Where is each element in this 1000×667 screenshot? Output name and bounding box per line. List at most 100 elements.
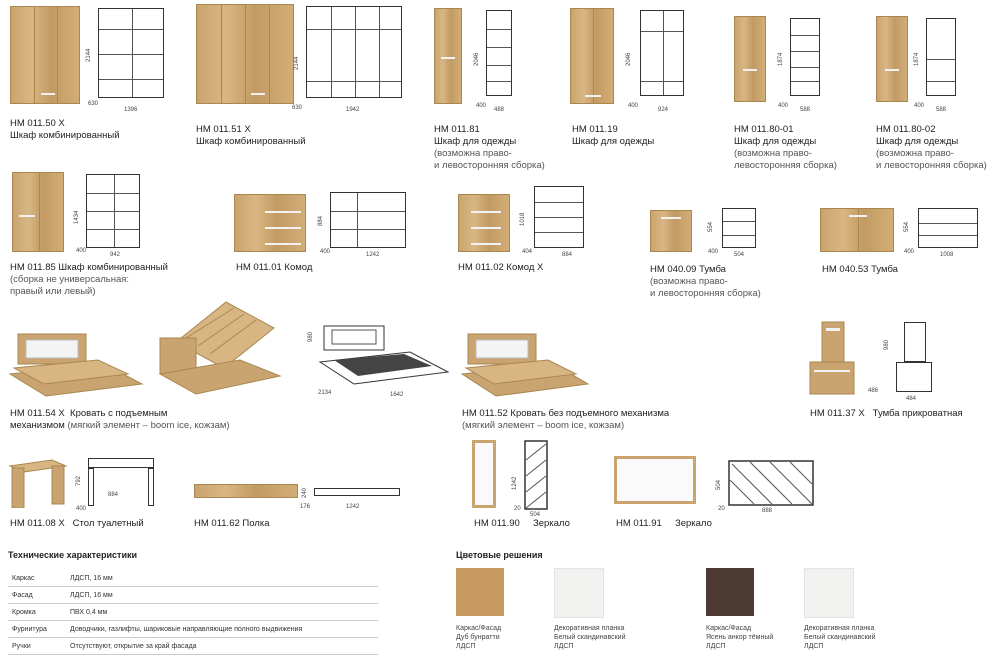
vanity-schematic bbox=[88, 458, 154, 506]
dim-width: 488 bbox=[494, 107, 505, 113]
dim-width: 1396 bbox=[124, 107, 138, 113]
mirror-schematic bbox=[728, 460, 814, 506]
dim-width: 1008 bbox=[940, 252, 954, 258]
dim-width: 884 bbox=[108, 492, 119, 498]
product-title: HM 011.54 X Кровать с подъемным bbox=[10, 408, 168, 419]
dim-depth: 404 bbox=[522, 249, 533, 255]
product-note: (возможна право- bbox=[734, 148, 812, 159]
dim-height: 1434 bbox=[74, 210, 80, 224]
cabinet-photo bbox=[12, 172, 64, 252]
dim-depth: 400 bbox=[914, 103, 925, 109]
dim-depth: 20 bbox=[718, 506, 725, 512]
stand-schematic bbox=[918, 208, 978, 248]
product-code: HM 011.80-02 bbox=[876, 124, 936, 135]
dim-height: 980 bbox=[884, 339, 890, 350]
bed-photo bbox=[460, 333, 590, 397]
dim-height: 2046 bbox=[474, 52, 480, 66]
dim-depth: 486 bbox=[868, 388, 879, 394]
dim-height: 2144 bbox=[294, 56, 300, 70]
dim-depth: 630 bbox=[88, 101, 99, 107]
dim-width: 1642 bbox=[390, 392, 404, 398]
dim-height: 792 bbox=[76, 475, 82, 486]
dim-width: 884 bbox=[562, 252, 573, 258]
wardrobe-photo bbox=[10, 6, 80, 104]
product-title: HM 011.90 Зеркало bbox=[474, 518, 570, 529]
wardrobe-photo bbox=[876, 16, 908, 102]
wardrobe-schematic bbox=[486, 10, 512, 96]
dim-width: 924 bbox=[658, 107, 669, 113]
dim-height: 240 bbox=[302, 487, 308, 498]
dim-width: 1242 bbox=[366, 252, 380, 258]
product-name: Шкаф для одежды bbox=[434, 136, 517, 147]
product-note-2: и левосторонняя сборка) bbox=[650, 288, 761, 299]
dim-height: 980 bbox=[308, 331, 314, 342]
product-title: HM 011.52 Кровать без подъемного механиз… bbox=[462, 408, 670, 419]
product-title: HM 011.85 Шкаф комбинированный bbox=[10, 262, 168, 273]
dim-depth: 400 bbox=[628, 103, 639, 109]
dim-length: 2134 bbox=[318, 390, 332, 396]
color-swatch bbox=[706, 568, 754, 616]
dim-width: 504 bbox=[530, 512, 541, 518]
dim-depth: 20 bbox=[514, 506, 521, 512]
dim-height: 2144 bbox=[86, 48, 92, 62]
dim-height: 554 bbox=[904, 221, 910, 232]
product-note-2: и левосторонняя сборка) bbox=[434, 160, 545, 171]
dim-height: 554 bbox=[708, 221, 714, 232]
color-swatch bbox=[804, 568, 854, 618]
wardrobe-schematic bbox=[790, 18, 820, 96]
shelf-photo bbox=[194, 484, 298, 498]
wardrobe-photo bbox=[570, 8, 614, 104]
dim-height: 884 bbox=[318, 215, 324, 226]
product-code: HM 011.80-01 bbox=[734, 124, 794, 135]
colors-title: Цветовые решения bbox=[456, 550, 543, 560]
dim-width: 588 bbox=[936, 107, 947, 113]
shelf-schematic bbox=[314, 488, 400, 496]
dim-width: 888 bbox=[762, 508, 773, 514]
cabinet-schematic bbox=[86, 174, 140, 248]
dim-depth: 400 bbox=[320, 249, 331, 255]
wardrobe-schematic bbox=[926, 18, 956, 96]
dim-depth: 400 bbox=[476, 103, 487, 109]
nightstand-photo bbox=[650, 210, 692, 252]
mirror-schematic bbox=[524, 440, 548, 510]
wardrobe-schematic bbox=[640, 10, 684, 96]
product-code: HM 011.81 bbox=[434, 124, 480, 135]
spec-title: Технические характеристики bbox=[8, 550, 138, 560]
dresser-photo bbox=[234, 194, 306, 252]
bed-lift-photo bbox=[158, 301, 282, 395]
dim-height: 1242 bbox=[512, 476, 518, 490]
dim-depth: 400 bbox=[76, 248, 87, 254]
product-title: HM 011.01 Комод bbox=[236, 262, 313, 273]
dim-height: 1874 bbox=[778, 52, 784, 66]
product-name: Шкаф комбинированный bbox=[10, 130, 120, 141]
product-note-2: левосторонняя сборка) bbox=[734, 160, 837, 171]
dim-height: 504 bbox=[716, 479, 722, 490]
dim-width: 504 bbox=[734, 252, 745, 258]
wardrobe-photo bbox=[196, 4, 294, 104]
product-note: (возможна право- bbox=[650, 276, 728, 287]
product-title: HM 011.62 Полка bbox=[194, 518, 270, 529]
dresser-schematic bbox=[330, 192, 406, 248]
product-name: Шкаф для одежды bbox=[572, 136, 655, 147]
product-code: HM 011.19 bbox=[572, 124, 618, 135]
vanity-photo bbox=[8, 459, 68, 508]
product-title: HM 011.02 Комод X bbox=[458, 262, 544, 273]
product-title-2: механизмом (мягкий элемент – boom ice, к… bbox=[10, 420, 230, 431]
color-swatch bbox=[554, 568, 604, 618]
dim-width: 588 bbox=[800, 107, 811, 113]
dim-depth: 630 bbox=[292, 105, 303, 111]
wardrobe-photo bbox=[434, 8, 462, 104]
product-note: (возможна право- bbox=[876, 148, 954, 159]
dim-height: 1874 bbox=[914, 52, 920, 66]
product-title: HM 040.53 Тумба bbox=[822, 264, 898, 275]
product-code: HM 011.50 X bbox=[10, 118, 65, 129]
dim-height: 2046 bbox=[626, 52, 632, 66]
dresser-schematic bbox=[534, 186, 584, 248]
dim-width: 1942 bbox=[346, 107, 360, 113]
